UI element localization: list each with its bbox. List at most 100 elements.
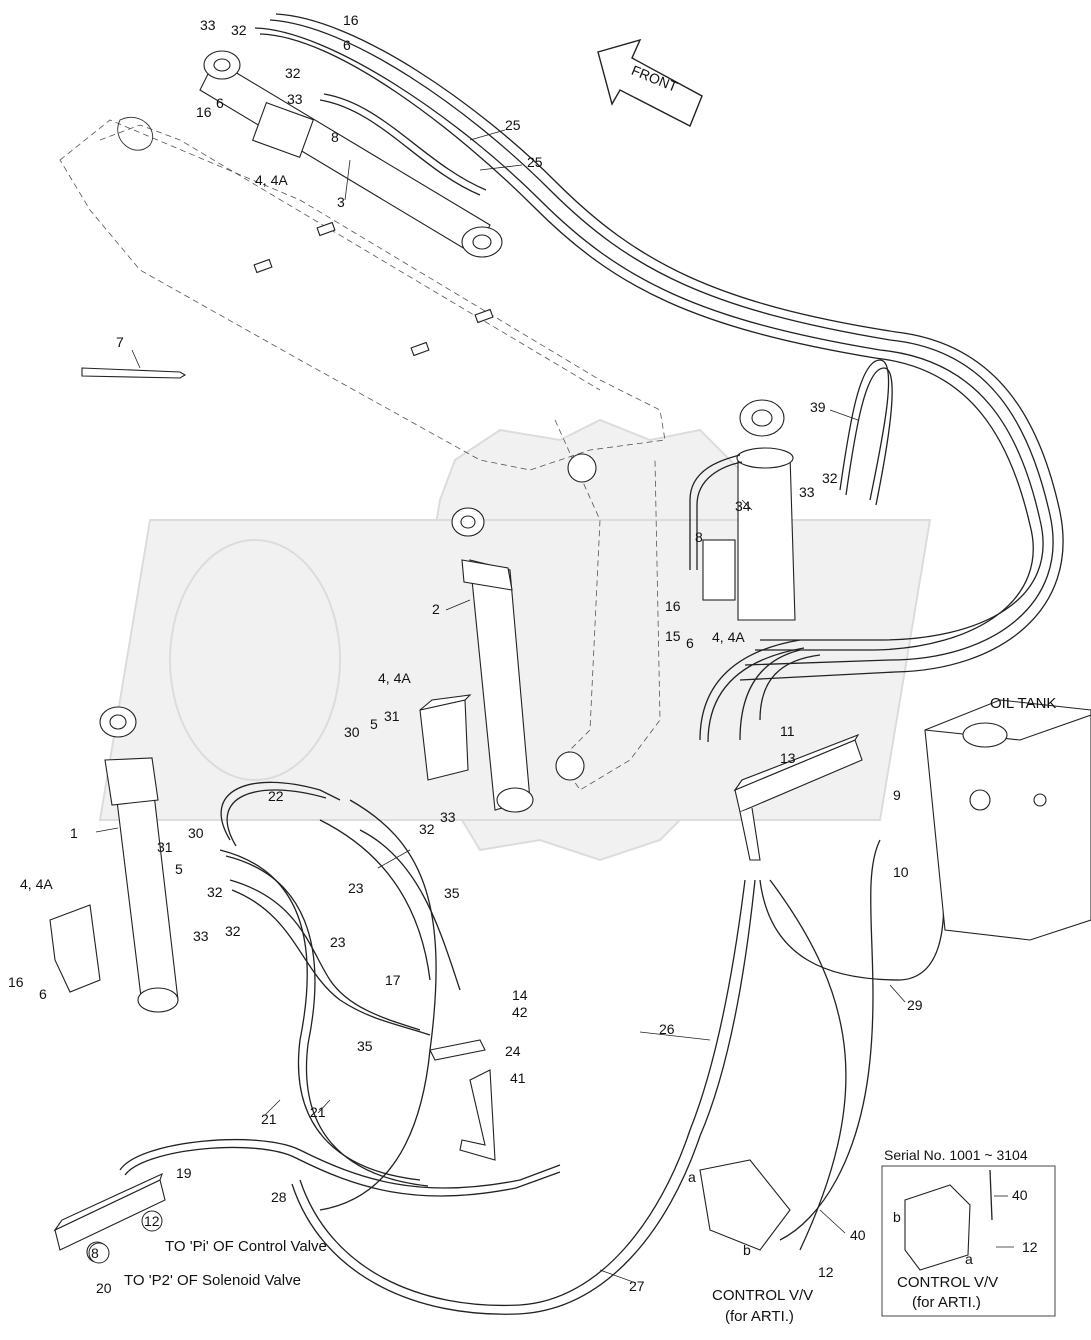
callout-c-25a: 25 — [505, 117, 521, 133]
callout-c-8-right: 8 — [695, 529, 703, 545]
callout-c-39: 39 — [810, 399, 826, 415]
boom-cylinder-3 — [199, 50, 503, 258]
callout-c-14: 14 — [512, 987, 528, 1003]
callout-c-10: 10 — [893, 864, 909, 880]
callout-c-33-mid: 33 — [440, 809, 456, 825]
to-pi-label: TO 'Pi' OF Control Valve — [165, 1238, 327, 1255]
callout-c-32-top: 32 — [231, 22, 247, 38]
callout-c-28: 28 — [271, 1189, 287, 1205]
callout-c-4-4a-left: 4, 4A — [20, 876, 53, 892]
callout-c-4-4a-right: 4, 4A — [712, 629, 745, 645]
callout-c-32-left: 32 — [207, 884, 223, 900]
port-a-mid: a — [688, 1169, 696, 1185]
hoses-39 — [839, 359, 893, 506]
hoses-25 — [254, 13, 1064, 681]
valve-block-mid — [419, 694, 472, 781]
leader-lines — [95, 129, 1014, 1284]
hoses-26-29 — [291, 839, 945, 1315]
callout-c-23a: 23 — [348, 880, 364, 896]
callout-c-34: 34 — [735, 498, 751, 514]
callout-c-27: 27 — [629, 1278, 645, 1294]
callout-c-7: 7 — [116, 334, 124, 350]
for-arti-mid-label: (for ARTI.) — [725, 1308, 794, 1325]
control-vv-mid-label: CONTROL V/V — [712, 1287, 813, 1304]
callout-c-25b: 25 — [527, 154, 543, 170]
callout-c-16-top: 16 — [343, 12, 359, 28]
callout-c-30-left: 30 — [188, 825, 204, 841]
front-arrow: FRONT — [597, 38, 703, 127]
callout-c-17: 17 — [385, 972, 401, 988]
callout-circle-c-12-left — [141, 1210, 163, 1232]
boom-outline — [59, 116, 666, 791]
callout-c-6-top: 6 — [343, 37, 351, 53]
callout-c-22: 22 — [268, 788, 284, 804]
callout-c-12-left: 12 — [144, 1213, 160, 1229]
callout-c-1: 1 — [70, 825, 78, 841]
callout-c-30-mid: 30 — [344, 724, 360, 740]
callout-c-33-top: 33 — [200, 17, 216, 33]
text-labels: OIL TANK Serial No. 1001 ~ 3104 CONTROL … — [124, 695, 1056, 1325]
callout-c-31-mid: 31 — [384, 708, 400, 724]
callout-c-31-left: 31 — [157, 839, 173, 855]
callout-c-16-left: 16 — [196, 104, 212, 120]
to-p2-label: TO 'P2' OF Solenoid Valve — [124, 1272, 301, 1289]
callout-c-32-right: 32 — [822, 470, 838, 486]
callout-c-35a: 35 — [444, 885, 460, 901]
callout-c-32-top2: 32 — [285, 65, 301, 81]
control-vv-inset-label: CONTROL V/V — [897, 1274, 998, 1291]
for-arti-inset-label: (for ARTI.) — [912, 1294, 981, 1311]
control-valve-mid — [699, 1159, 791, 1251]
callout-c-20: 20 — [96, 1280, 112, 1296]
port-b-mid: b — [743, 1242, 751, 1258]
callout-c-16-right: 16 — [665, 598, 681, 614]
callout-c-32-mid: 32 — [419, 821, 435, 837]
callout-c-23b: 23 — [330, 934, 346, 950]
hoses-11-13 — [699, 639, 821, 743]
callout-c-5-left: 5 — [175, 861, 183, 877]
callout-circle-c-8-bl — [88, 1242, 110, 1264]
middle-cylinder-2 — [451, 507, 534, 813]
callout-c-15: 15 — [665, 628, 681, 644]
callout-c-11: 11 — [780, 723, 795, 739]
callout-c-8-bl: 8 — [91, 1245, 99, 1261]
callout-c-24: 24 — [505, 1043, 521, 1059]
callout-c-40-mid: 40 — [850, 1227, 866, 1243]
callout-c-4-4a-mid: 4, 4A — [378, 670, 411, 686]
callout-c-5-mid: 5 — [370, 716, 378, 732]
callout-c-21b: 21 — [310, 1104, 326, 1120]
callout-c-26: 26 — [659, 1021, 675, 1037]
oil-tank — [924, 699, 1091, 941]
callout-c-6-left: 6 — [216, 95, 224, 111]
port-b-inset: b — [893, 1209, 901, 1225]
cable-tie-7 — [81, 367, 187, 379]
callout-c-8-top: 8 — [331, 129, 339, 145]
callout-c-4-4a-top: 4, 4A — [255, 172, 288, 188]
callout-c-3: 3 — [337, 194, 345, 210]
callout-c-16-bl: 16 — [8, 974, 24, 990]
callout-c-9: 9 — [893, 787, 901, 803]
callout-c-12-inset: 12 — [1022, 1239, 1038, 1255]
serial-inset — [881, 1165, 1056, 1317]
callout-c-33-top2: 33 — [287, 91, 303, 107]
callout-c-13: 13 — [780, 750, 796, 766]
callout-c-6-right: 6 — [686, 635, 694, 651]
callout-c-12-mid: 12 — [818, 1264, 834, 1280]
callout-c-42: 42 — [512, 1004, 528, 1020]
callout-c-29: 29 — [907, 997, 923, 1013]
callout-c-2: 2 — [432, 601, 440, 617]
bracket-41 — [429, 1039, 496, 1161]
callout-c-19: 19 — [176, 1165, 192, 1181]
callout-c-40-inset: 40 — [1012, 1187, 1028, 1203]
callout-c-6-bl: 6 — [39, 986, 47, 1002]
callout-c-33-right: 33 — [799, 484, 815, 500]
serial-label: Serial No. 1001 ~ 3104 — [884, 1147, 1028, 1163]
callout-c-33-left: 33 — [193, 928, 209, 944]
arm-cylinder-34 — [689, 399, 796, 621]
distribution-block — [733, 733, 863, 861]
port-a-inset: a — [965, 1251, 973, 1267]
callout-c-35b: 35 — [357, 1038, 373, 1054]
callout-c-21a: 21 — [261, 1111, 277, 1127]
callout-c-32-left2: 32 — [225, 923, 241, 939]
